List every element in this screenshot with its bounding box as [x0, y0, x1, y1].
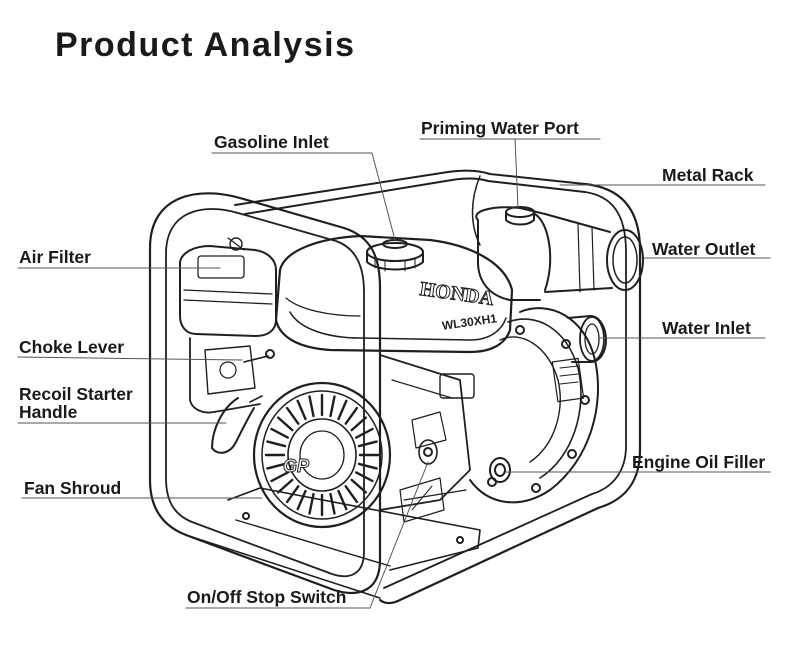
label-choke-lever: Choke Lever: [19, 337, 125, 357]
label-fan-shroud: Fan Shroud: [24, 478, 122, 498]
recoil-starter-handle: [211, 395, 263, 454]
base-plate: [227, 487, 481, 571]
vent-slot: [357, 462, 378, 470]
shroud-vents: [264, 393, 380, 517]
vent-slot: [357, 440, 378, 448]
fan-shroud: [252, 381, 392, 529]
vent-slot: [266, 462, 287, 470]
label-recoil-starter-line1: Recoil Starter: [19, 384, 133, 404]
vent-slot: [270, 427, 289, 439]
leader-lines: [17, 138, 771, 609]
vent-slot: [266, 440, 287, 448]
metal-rack: [148, 169, 642, 605]
vent-slot: [308, 395, 315, 418]
vent-slot: [344, 485, 359, 504]
vent-slot: [270, 471, 289, 483]
engine-block: [189, 337, 511, 523]
label-engine-oil-filler: Engine Oil Filler: [632, 452, 766, 472]
label-recoil-starter-line2: Handle: [19, 402, 78, 422]
model-plate: WL30XH1: [441, 311, 498, 333]
label-water-outlet: Water Outlet: [652, 239, 756, 259]
label-water-inlet: Water Inlet: [662, 318, 751, 338]
water-outlet-pipe: [475, 206, 644, 301]
engine-badge: GP: [283, 456, 310, 476]
vent-slot: [355, 471, 374, 483]
vent-slot: [337, 489, 348, 511]
vent-slot: [285, 406, 300, 425]
air-filter: [179, 237, 277, 337]
vent-slot: [337, 399, 348, 421]
vent-slot: [277, 416, 294, 432]
pump-housing: [469, 307, 599, 504]
label-gasoline-inlet: Gasoline Inlet: [214, 132, 329, 152]
vent-slot: [308, 492, 315, 515]
vent-slot: [329, 492, 336, 515]
water-inlet-pipe: [567, 315, 607, 363]
page-title: Product Analysis: [55, 26, 356, 64]
label-priming-water-port: Priming Water Port: [421, 118, 579, 138]
vent-slot: [329, 395, 336, 418]
vent-slot: [355, 427, 374, 439]
fuel-tank: [274, 234, 514, 354]
vent-slot: [296, 399, 307, 421]
label-air-filter: Air Filter: [19, 247, 91, 267]
label-metal-rack: Metal Rack: [662, 165, 754, 185]
vent-slot: [296, 489, 307, 511]
label-stop-switch: On/Off Stop Switch: [187, 587, 347, 607]
vent-slot: [277, 478, 294, 494]
vent-slot: [344, 406, 359, 425]
vent-slot: [350, 478, 367, 494]
vent-slot: [350, 416, 367, 432]
